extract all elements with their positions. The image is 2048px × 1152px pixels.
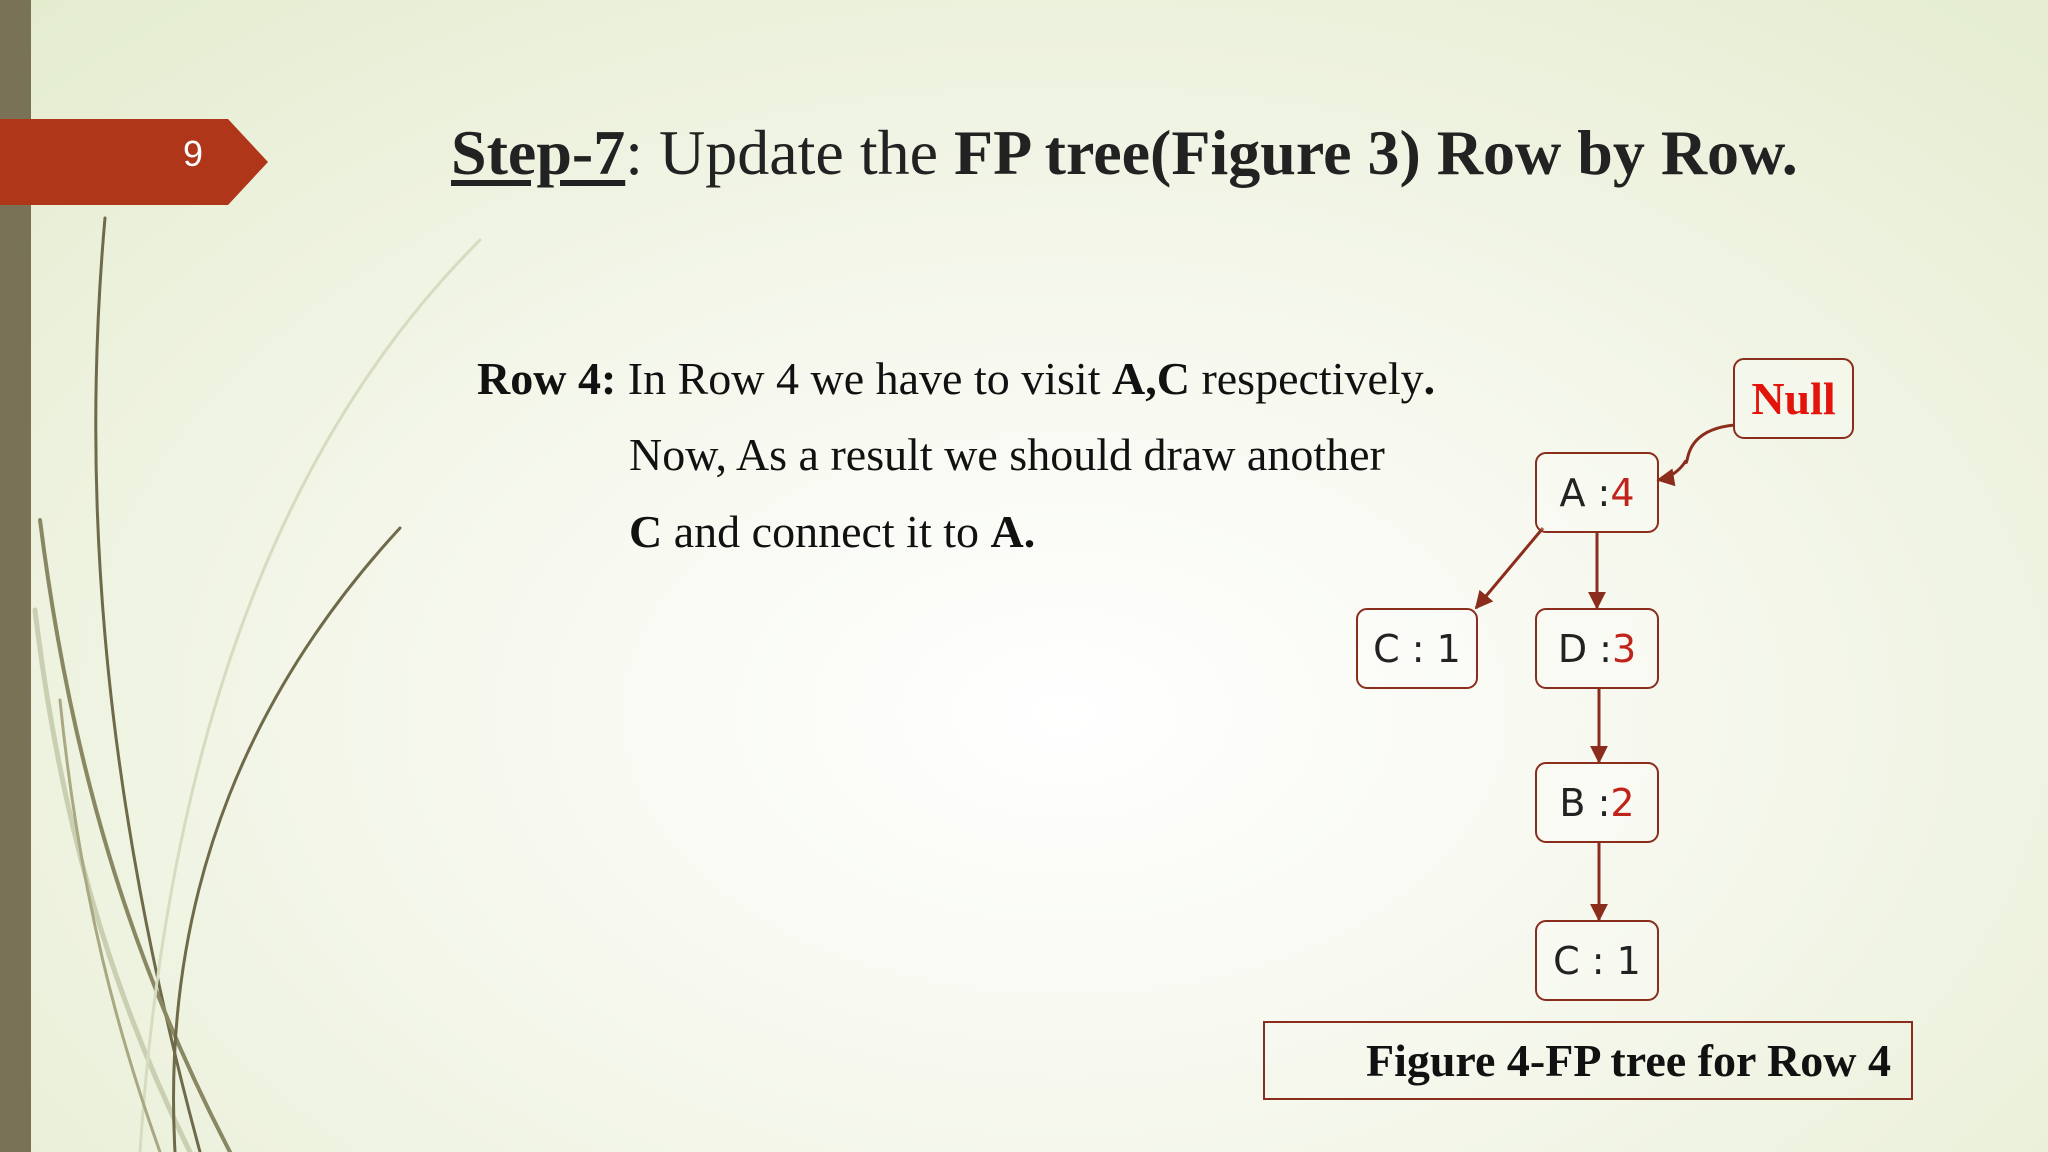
node-b-label: B :	[1559, 780, 1611, 825]
row-label: Row 4:	[477, 353, 617, 404]
slide-title: Step-7: Update the FP tree(Figure 3) Row…	[451, 116, 1798, 190]
line3-bold-a: A.	[990, 506, 1036, 557]
line3-text: and connect it to	[662, 506, 991, 557]
line1-period: .	[1423, 353, 1436, 404]
node-a-label: A :	[1559, 470, 1611, 515]
slide-number: 9	[182, 133, 204, 174]
title-colon-text: : Update the	[625, 117, 954, 188]
figure-caption: Figure 4-FP tree for Row 4	[1263, 1021, 1913, 1100]
tree-node-null: Null	[1733, 358, 1854, 439]
tree-node-d: D : 3	[1535, 608, 1659, 689]
node-b-count: 2	[1610, 780, 1635, 825]
body-line-2: Now, As a result we should draw another	[629, 429, 1385, 480]
line3-bold-c: C	[629, 506, 663, 557]
title-bold-text: FP tree(Figure 3) Row by Row.	[954, 117, 1798, 188]
tree-node-b: B : 2	[1535, 762, 1659, 843]
node-d-count: 3	[1611, 626, 1637, 671]
title-step: Step-7	[451, 117, 626, 188]
body-line-1: Row 4: In Row 4 we have to visit A,C res…	[477, 352, 1435, 405]
line1-text: In Row 4 we have to visit	[616, 353, 1112, 404]
edge-null-a	[1656, 423, 1736, 487]
line1-end: respectively	[1189, 353, 1424, 404]
node-d-label: D :	[1557, 626, 1612, 671]
slide-number-badge	[0, 119, 268, 205]
edge-a-c-left	[1474, 527, 1545, 610]
tree-node-c-left: C : 1	[1356, 608, 1478, 689]
line1-bold: A,C	[1111, 353, 1190, 404]
tree-node-c-bottom: C : 1	[1535, 920, 1659, 1001]
body-line-3: C and connect it to A.	[629, 505, 1035, 558]
tree-node-a: A : 4	[1535, 452, 1659, 533]
node-a-count: 4	[1610, 470, 1635, 515]
